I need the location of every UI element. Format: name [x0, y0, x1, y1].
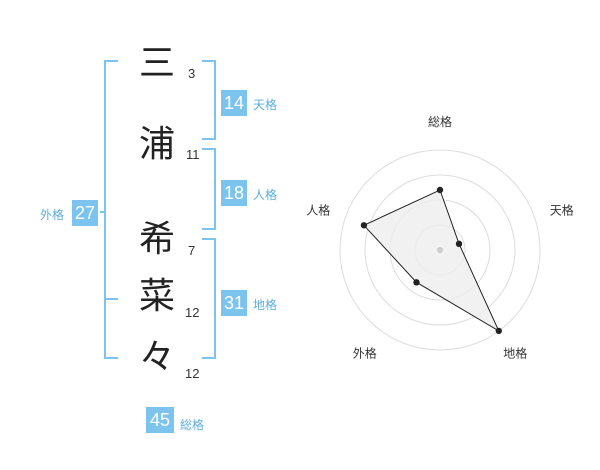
radar-point-4 [413, 279, 420, 286]
radar-center-dot [437, 247, 443, 253]
gaikaku-label: 外格 [40, 208, 65, 222]
gaikaku-value: 27 [72, 200, 98, 226]
split-tick [104, 298, 118, 300]
soukaku-value: 45 [146, 407, 174, 433]
radar-ring-1 [414, 224, 466, 276]
jinkaku-value: 18 [221, 180, 247, 206]
radar-point-3 [495, 327, 502, 335]
outer-bracket [104, 60, 118, 359]
stroke-count-3: 7 [188, 243, 196, 258]
radar-ring-2 [389, 199, 491, 301]
tenkaku-label: 天格 [253, 98, 278, 112]
stroke-count-4: 12 [185, 305, 200, 320]
radar-point-1 [436, 186, 444, 194]
name-char-4: 菜 [138, 276, 175, 317]
name-char-2: 浦 [138, 124, 175, 165]
radar-point-5 [360, 222, 368, 229]
name-char-1: 三 [138, 43, 175, 84]
chikaku-label: 地格 [253, 298, 278, 312]
stroke-count-1: 3 [188, 66, 196, 81]
stroke-count-2: 11 [186, 147, 200, 162]
tenkaku-value: 14 [221, 90, 247, 116]
stroke-count-5: 12 [185, 366, 200, 381]
name-char-3: 希 [138, 219, 175, 260]
radar-axis-label-1: 総格 [428, 114, 452, 129]
jinkaku-label: 人格 [253, 188, 278, 202]
radar-ring-3 [364, 174, 516, 326]
radar-polygon [363, 189, 500, 333]
radar-axis-label-4: 外格 [353, 346, 377, 361]
soukaku-label: 総格 [180, 418, 205, 432]
radar-axis-label-3: 地格 [503, 346, 527, 361]
radar-axis-label-5: 人格 [306, 202, 330, 217]
radar-point-2 [455, 240, 463, 248]
radar-axis-label-2: 天格 [550, 202, 574, 217]
jinkaku-bracket [202, 148, 216, 230]
radar-ring-4 [339, 149, 541, 351]
chikaku-value: 31 [221, 290, 247, 316]
tenkaku-bracket [202, 60, 216, 140]
left-stub [100, 211, 106, 213]
chikaku-bracket [202, 238, 216, 359]
name-char-5: 々 [138, 337, 175, 378]
